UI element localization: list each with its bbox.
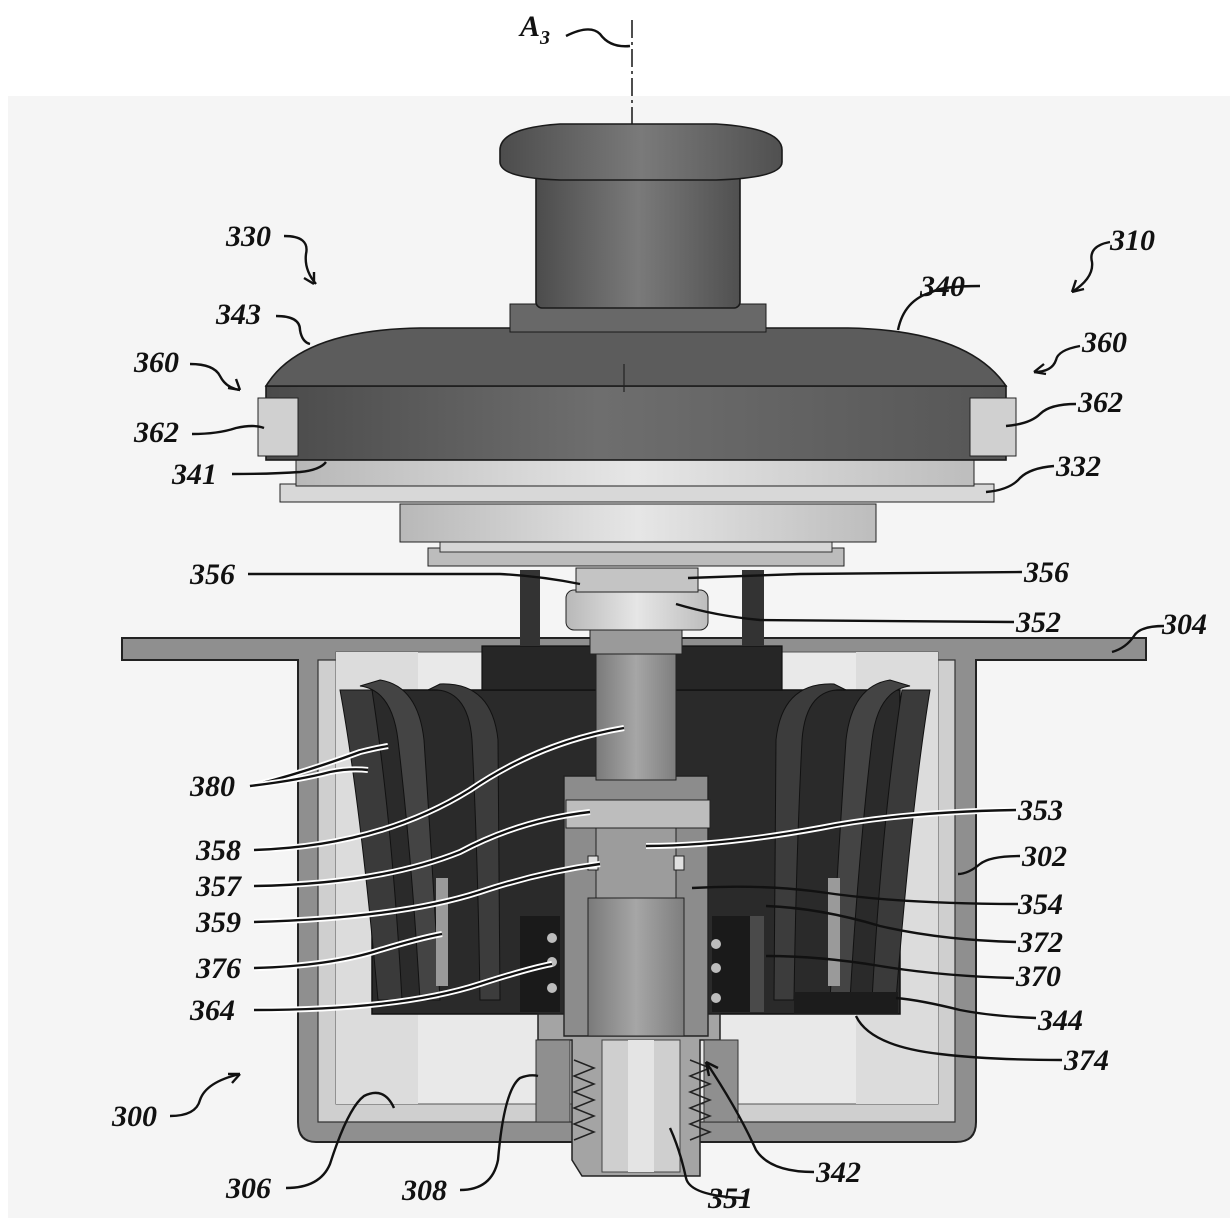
label-352: 352 (1015, 606, 1061, 639)
gasket-332 (279, 483, 995, 503)
label-341: 341 (171, 458, 217, 491)
spring-coils (547, 933, 721, 1003)
label-344: 344 (1037, 1004, 1083, 1037)
label-357: 357 (195, 870, 242, 903)
label-351: 351 (707, 1182, 753, 1215)
label-362-right: 362 (1077, 386, 1123, 419)
ring-341 (295, 455, 975, 487)
stopper-assembly (257, 123, 1017, 631)
label-356-left: 356 (189, 558, 235, 591)
label-304: 304 (1161, 608, 1207, 641)
label-358: 358 (195, 834, 241, 867)
clip-362-left (257, 397, 299, 457)
clip-362-right (969, 397, 1017, 457)
label-308: 308 (401, 1174, 447, 1207)
label-340: 340 (919, 270, 965, 303)
label-370: 370 (1015, 960, 1061, 993)
label-330: 330 (225, 220, 271, 253)
reference-labels: A3 330 310 340 343 360 360 362 362 341 3… (111, 10, 1207, 1215)
label-356-right: 356 (1023, 556, 1069, 589)
label-364: 364 (189, 994, 235, 1027)
leader-lines (169, 28, 1165, 1200)
label-359: 359 (195, 906, 241, 939)
label-306: 306 (225, 1172, 271, 1205)
label-372: 372 (1017, 926, 1063, 959)
central-shaft (563, 629, 711, 1037)
label-342: 342 (815, 1156, 861, 1189)
label-376: 376 (195, 952, 241, 985)
label-362-left: 362 (133, 416, 179, 449)
knob-top (499, 123, 783, 181)
label-332: 332 (1055, 450, 1101, 483)
label-302: 302 (1021, 840, 1067, 873)
label-380: 380 (189, 770, 235, 803)
label-343: 343 (215, 298, 261, 331)
label-310: 310 (1109, 224, 1155, 257)
label-360-right: 360 (1081, 326, 1127, 359)
axis-label: A3 (518, 10, 550, 49)
label-300: 300 (111, 1100, 157, 1133)
label-360-left: 360 (133, 346, 179, 379)
label-353: 353 (1017, 794, 1063, 827)
label-354: 354 (1017, 888, 1063, 921)
label-374: 374 (1063, 1044, 1109, 1077)
